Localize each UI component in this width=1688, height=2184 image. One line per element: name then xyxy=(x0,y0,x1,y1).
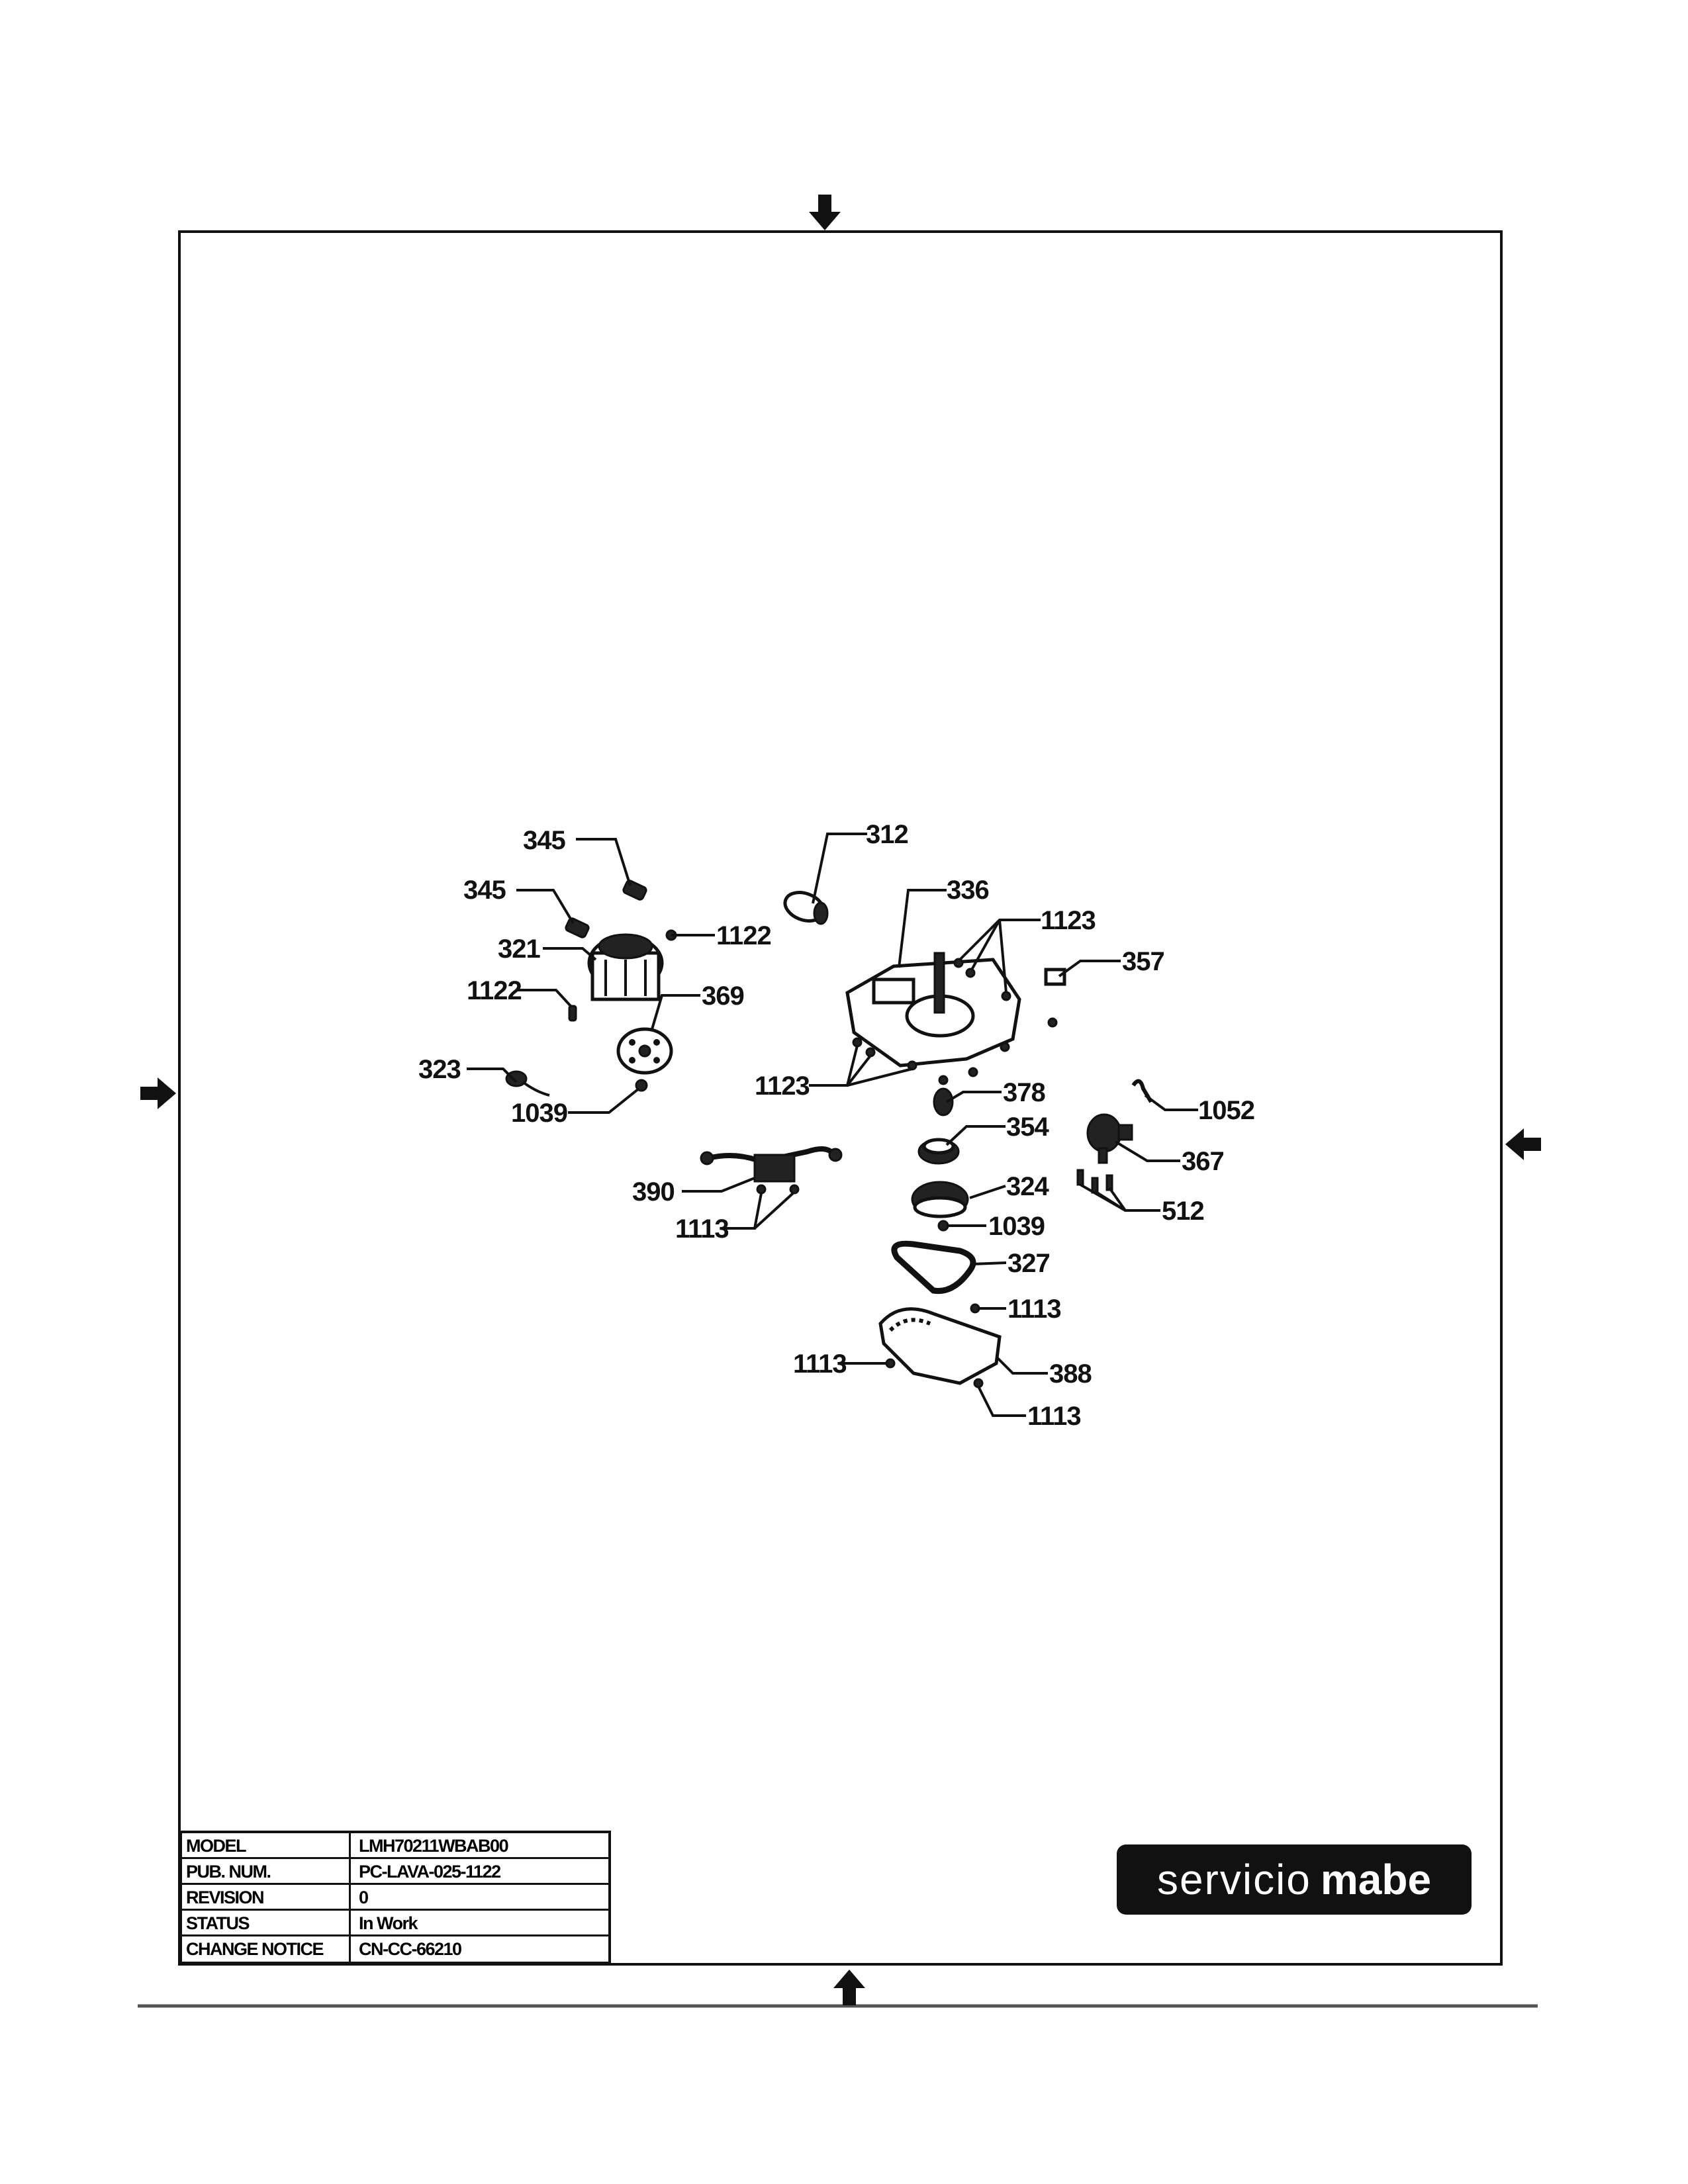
part-1039-bolt-a xyxy=(635,1079,648,1092)
part-357-clip xyxy=(1044,968,1066,986)
callout-345: 345 xyxy=(463,876,506,905)
callout-1122: 1122 xyxy=(467,976,522,1005)
title-value: CN-CC-66210 xyxy=(359,1939,462,1959)
callout-369: 369 xyxy=(702,981,744,1011)
callout-1113: 1113 xyxy=(1027,1402,1081,1431)
part-1039-bolt-b xyxy=(937,1220,949,1232)
part-323-sensor xyxy=(505,1070,550,1097)
part-345-lower xyxy=(565,917,590,938)
arrow-left-icon xyxy=(1505,1128,1541,1160)
part-1123-screws xyxy=(852,958,1058,1085)
callout-336: 336 xyxy=(947,876,989,905)
servicio-mabe-logo: servicio mabe xyxy=(1117,1844,1472,1915)
callout-357: 357 xyxy=(1122,947,1164,976)
part-378-bushing xyxy=(933,1087,954,1116)
title-value: PC-LAVA-025-1122 xyxy=(359,1862,501,1882)
callout-321: 321 xyxy=(498,934,540,964)
callout-390: 390 xyxy=(632,1177,675,1206)
callout-312: 312 xyxy=(866,820,908,849)
leader-lines xyxy=(467,833,1198,1417)
callout-512: 512 xyxy=(1162,1197,1204,1226)
title-key: PUB. NUM. xyxy=(182,1859,351,1883)
part-388-base xyxy=(878,1307,1002,1385)
title-key: REVISION xyxy=(182,1885,351,1909)
part-327-belt xyxy=(891,1240,976,1295)
title-key: CHANGE NOTICE xyxy=(182,1936,351,1962)
callout-1113: 1113 xyxy=(793,1349,847,1379)
part-390-pump xyxy=(700,1146,843,1183)
callout-1113: 1113 xyxy=(1008,1295,1061,1324)
title-row-change-notice: CHANGE NOTICE CN-CC-66210 xyxy=(182,1936,608,1962)
callout-1052: 1052 xyxy=(1198,1096,1254,1125)
logo-text-servicio: servicio xyxy=(1156,1856,1311,1903)
callout-324: 324 xyxy=(1006,1172,1049,1201)
title-row-revision: REVISION 0 xyxy=(182,1885,608,1911)
callout-367: 367 xyxy=(1182,1147,1224,1176)
part-1052-hose-clamp xyxy=(1131,1079,1153,1103)
part-336-gearbox xyxy=(845,952,1021,1068)
title-key: MODEL xyxy=(182,1833,351,1857)
arrow-up-icon xyxy=(833,1970,865,2005)
callout-327: 327 xyxy=(1008,1249,1050,1278)
part-354-hub xyxy=(917,1138,960,1165)
part-312-capacitor xyxy=(783,891,829,925)
callout-345: 345 xyxy=(523,826,565,855)
callout-1039: 1039 xyxy=(988,1212,1045,1241)
callout-1122: 1122 xyxy=(716,921,771,950)
callout-388: 388 xyxy=(1049,1359,1092,1388)
title-row-pub-num: PUB. NUM. PC-LAVA-025-1122 xyxy=(182,1859,608,1885)
part-512-screws xyxy=(1076,1169,1113,1194)
callout-1123: 1123 xyxy=(1041,906,1096,935)
part-1122-screw-b xyxy=(568,1005,577,1022)
callout-1039: 1039 xyxy=(511,1099,567,1128)
title-value: 0 xyxy=(359,1888,369,1907)
part-321-motor xyxy=(587,933,664,1001)
part-367-valve xyxy=(1086,1113,1133,1164)
drawing-frame xyxy=(178,230,1503,1966)
callout-323: 323 xyxy=(418,1055,461,1084)
part-369-pulley xyxy=(616,1027,673,1075)
callout-378: 378 xyxy=(1003,1078,1045,1107)
arrow-right-icon xyxy=(140,1077,176,1109)
title-row-model: MODEL LMH70211WBAB00 xyxy=(182,1833,608,1859)
callout-354: 354 xyxy=(1006,1113,1049,1142)
callout-1123: 1123 xyxy=(755,1071,810,1101)
logo-text-mabe: mabe xyxy=(1320,1856,1432,1903)
title-row-status: STATUS In Work xyxy=(182,1911,608,1936)
title-key: STATUS xyxy=(182,1911,351,1934)
part-345-upper xyxy=(622,880,647,901)
part-324-pulley xyxy=(911,1181,969,1218)
callout-1113: 1113 xyxy=(675,1214,729,1244)
title-value: In Work xyxy=(359,1913,418,1933)
arrow-down-icon xyxy=(809,195,841,230)
title-block: MODEL LMH70211WBAB00 PUB. NUM. PC-LAVA-0… xyxy=(179,1831,611,1964)
title-value: LMH70211WBAB00 xyxy=(359,1836,509,1856)
